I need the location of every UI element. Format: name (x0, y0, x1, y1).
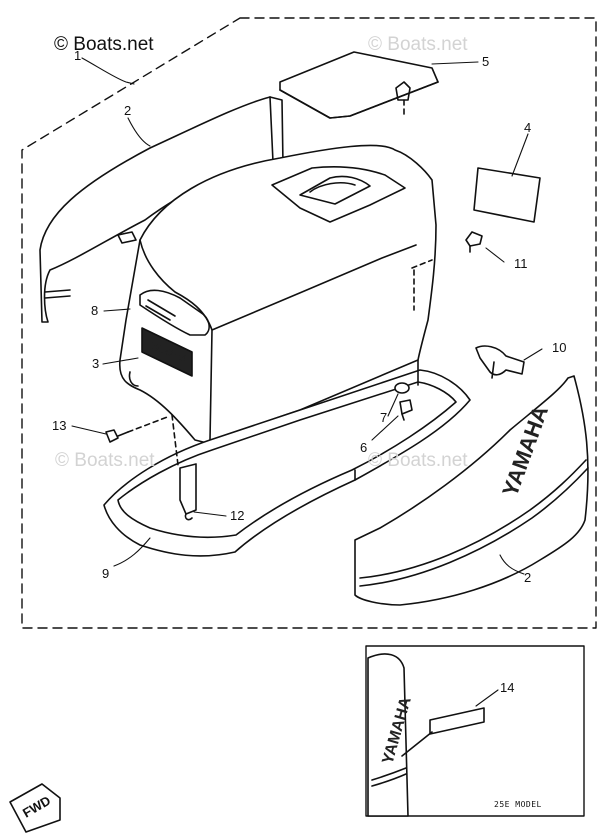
callout-4: 4 (524, 120, 532, 135)
callout-13: 13 (52, 418, 67, 433)
assembly-boundary (21, 17, 597, 629)
callout-1: 1 (74, 48, 82, 63)
callout-12: 12 (230, 508, 245, 523)
callout-2-right: 2 (524, 570, 532, 585)
callout-3: 3 (92, 356, 100, 371)
model-label: 25E MODEL (494, 800, 542, 809)
side-cover-right: YAMAHA (354, 375, 589, 606)
watermark-main: © Boats.net (54, 34, 154, 55)
callout-8: 8 (91, 303, 99, 318)
screw (465, 231, 483, 253)
top-cowling (118, 144, 437, 446)
bracket (171, 414, 197, 521)
watermark-faint-top: © Boats.net (368, 34, 468, 55)
callout-6: 6 (360, 440, 368, 455)
decal (473, 167, 541, 223)
washer (394, 382, 410, 394)
callout-5: 5 (482, 54, 490, 69)
callout-10: 10 (552, 340, 567, 355)
grommet (399, 399, 413, 421)
watermark-faint-left: © Boats.net (55, 450, 155, 471)
callout-9: 9 (102, 566, 110, 581)
callout-14: 14 (500, 680, 515, 695)
callout-7: 7 (380, 410, 388, 425)
inset-decal (429, 707, 485, 735)
bolt (105, 415, 171, 443)
leader-lines (71, 57, 543, 707)
fwd-arrow: FWD (9, 783, 61, 833)
callout-2-left: 2 (124, 103, 132, 118)
hatch-cover (279, 51, 439, 119)
callout-11: 11 (514, 256, 528, 271)
inset-box: YAMAHA (365, 645, 585, 817)
lever (475, 345, 525, 379)
watermark-faint-right: © Boats.net (368, 450, 468, 471)
